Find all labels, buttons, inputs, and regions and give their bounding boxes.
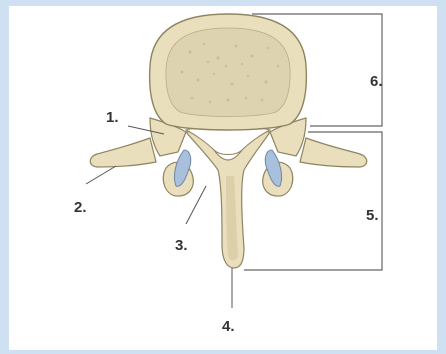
label-5: 5. xyxy=(366,207,379,224)
label-4: 4. xyxy=(222,318,235,335)
vertebral-body-cancellous xyxy=(166,28,290,117)
leader-line-2 xyxy=(86,166,116,184)
label-6: 6. xyxy=(370,73,383,90)
label-2: 2. xyxy=(74,199,87,216)
label-1: 1. xyxy=(106,109,119,126)
label-3: 3. xyxy=(175,237,188,254)
transverse-process-right xyxy=(300,138,367,167)
transverse-process-left xyxy=(90,138,156,167)
